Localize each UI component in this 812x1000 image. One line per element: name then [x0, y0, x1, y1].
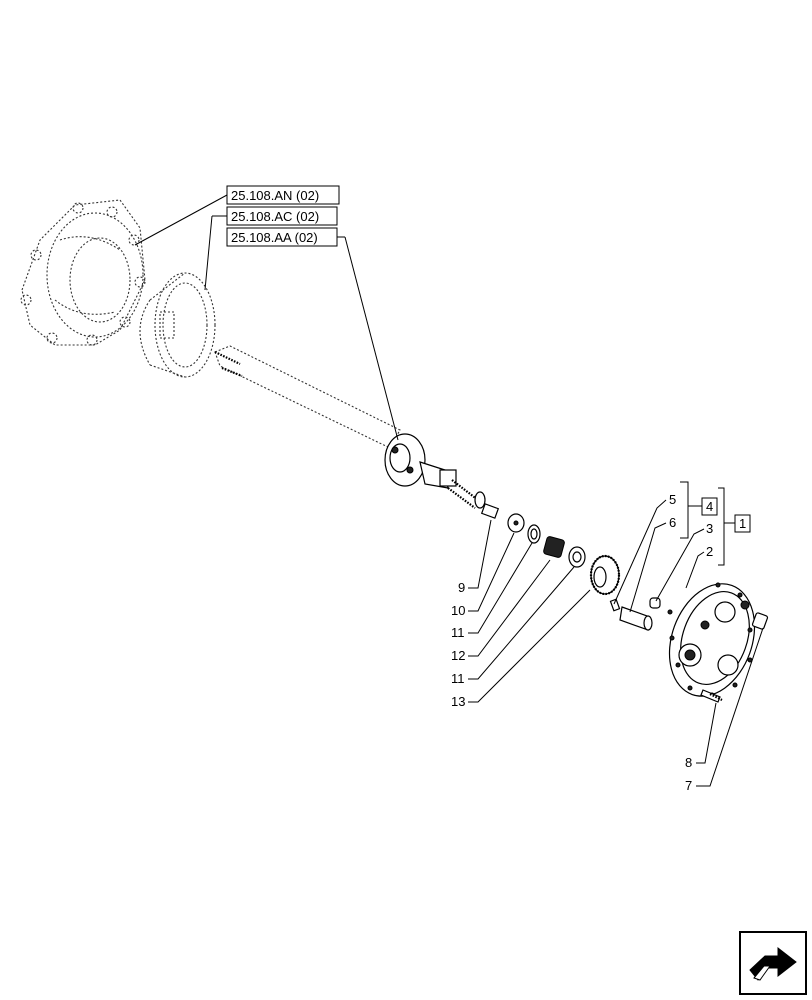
- callout-11-b: 11: [451, 671, 465, 686]
- ref-box-25-108-an[interactable]: 25.108.AN (02): [226, 185, 340, 205]
- hub-housing-ghost: [20, 199, 146, 346]
- leader-5: [613, 499, 667, 605]
- leader-3: [655, 528, 705, 602]
- callout-12: 12: [451, 648, 465, 663]
- leader-25-108-ac-b: [204, 215, 213, 291]
- leader-13: [468, 589, 591, 703]
- leader-25-108-aa-b: [344, 236, 399, 441]
- screw-part-8: [700, 689, 723, 703]
- spacer-part-11b: [568, 546, 586, 568]
- callout-4: 4: [706, 499, 713, 514]
- needle-bearing-part-12: [543, 536, 565, 558]
- callout-11-a: 11: [451, 625, 465, 640]
- callout-5: 5: [669, 492, 676, 507]
- callout-box-4: [701, 497, 718, 516]
- washer-part-10: [507, 513, 525, 533]
- bracket-1: [718, 487, 725, 566]
- callout-3: 3: [706, 521, 713, 536]
- ring-gear-ghost: [139, 272, 216, 378]
- callout-box-1: [734, 514, 751, 533]
- next-page-arrow-icon[interactable]: [739, 931, 807, 995]
- callout-8: 8: [685, 755, 692, 770]
- leader-11-b: [468, 566, 575, 680]
- leader-6: [629, 522, 667, 613]
- ref-box-25-108-aa[interactable]: 25.108.AA (02): [226, 227, 338, 247]
- pin-part-5: [609, 598, 621, 612]
- leader-8: [696, 702, 717, 764]
- ref-label-25-108-ac: 25.108.AC (02): [231, 209, 319, 224]
- callout-9: 9: [458, 580, 465, 595]
- callout-2: 2: [706, 544, 713, 559]
- callout-7: 7: [685, 778, 692, 793]
- plug-part-7: [751, 612, 769, 630]
- callout-1: 1: [739, 516, 746, 531]
- planet-gear-part-13: [589, 554, 621, 596]
- leader-7: [696, 627, 764, 787]
- leader-11-a: [468, 542, 533, 634]
- leader-9: [468, 519, 492, 589]
- bolt-part-9: [480, 503, 500, 519]
- leader-12: [468, 559, 551, 657]
- planet-carrier: [384, 433, 486, 509]
- plug-part-3: [649, 597, 661, 609]
- callout-6: 6: [669, 515, 676, 530]
- callout-13: 13: [451, 694, 465, 709]
- shaft-pin-part-6: [619, 606, 653, 631]
- ref-box-25-108-ac[interactable]: 25.108.AC (02): [226, 206, 338, 226]
- ref-label-25-108-an: 25.108.AN (02): [231, 188, 319, 203]
- callout-10: 10: [451, 603, 465, 618]
- bracket-5-6: [680, 481, 689, 539]
- leader-25-108-an: [134, 194, 228, 246]
- spacer-part-11a: [527, 524, 541, 544]
- leader-2: [685, 551, 705, 589]
- axle-shaft: [214, 345, 401, 449]
- ref-label-25-108-aa: 25.108.AA (02): [231, 230, 318, 245]
- cover-part-2: [667, 582, 756, 698]
- leader-10: [468, 532, 515, 612]
